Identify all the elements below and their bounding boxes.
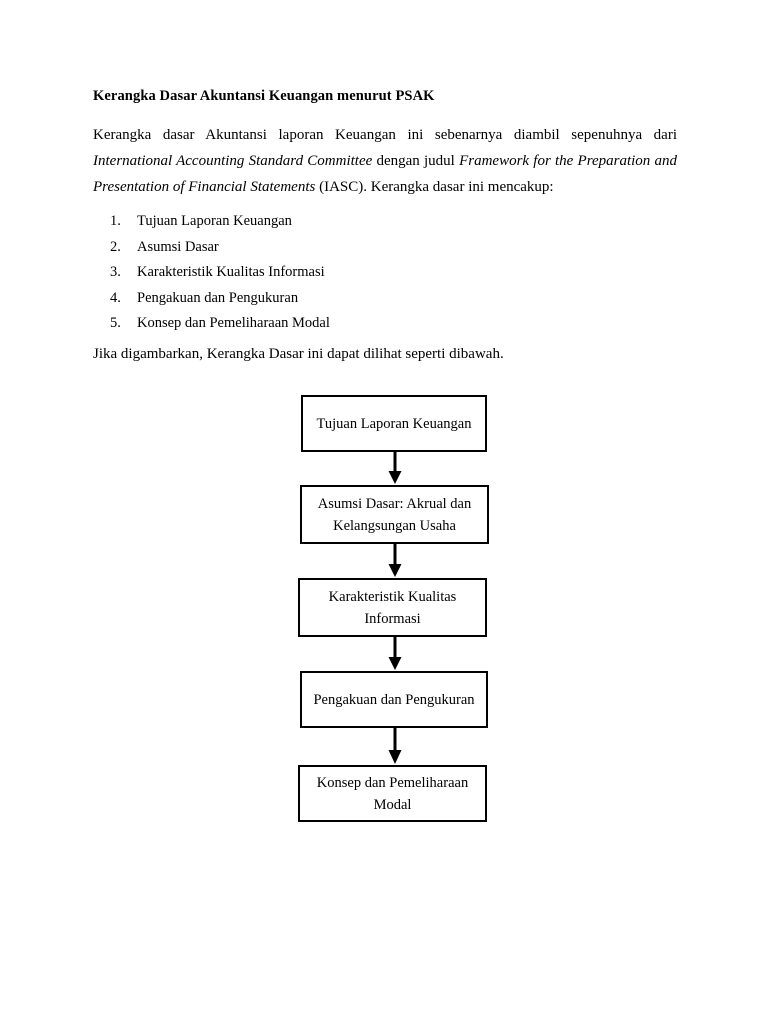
list-item-label: Konsep dan Pemeliharaan Modal [137,315,330,331]
flow-arrow-down-4 [386,728,404,765]
flowchart-caption: Jika digambarkan, Kerangka Dasar ini dap… [93,346,504,362]
list-item-number: 3. [110,264,121,280]
page-title: Kerangka Dasar Akuntansi Keuangan menuru… [93,88,435,104]
intro-paragraph: Kerangka dasar Akuntansi laporan Keuanga… [93,122,677,200]
list-item: 5. Konsep dan Pemeliharaan Modal [110,311,630,337]
list-item-label: Pengakuan dan Pengukuran [137,289,299,306]
flow-node-karakteristik-kualitas-informasi[interactable]: Karakteristik Kualitas Informasi [298,578,487,637]
flow-arrow-down-2 [386,544,404,578]
list-item: 2. Asumsi Dasar [110,235,630,261]
list-item-number: 1. [110,213,121,229]
list-item-number: 4. [110,289,121,306]
list-item-label: Tujuan Laporan Keuangan [137,213,292,229]
list-item-label: Karakteristik Kualitas Informasi [137,264,325,280]
paragraph-segment-3: (IASC). Kerangka dasar ini mencakup: [315,179,554,195]
list-item: 3. Karakteristik Kualitas Informasi [110,260,630,286]
flow-node-asumsi-dasar[interactable]: Asumsi Dasar: Akrual dan Kelangsungan Us… [300,485,489,544]
paragraph-segment-1: Kerangka dasar Akuntansi laporan Keuanga… [93,127,677,143]
flow-node-tujuan-laporan-keuangan[interactable]: Tujuan Laporan Keuangan [301,395,487,452]
list-item-number: 5. [110,315,121,331]
list-item: 1. Tujuan Laporan Keuangan [110,209,630,235]
paragraph-segment-2: dengan judul [372,153,460,169]
paragraph-italic-committee: International Accounting Standard Commit… [93,153,373,169]
list-item-label: Asumsi Dasar [137,238,219,255]
list-item: 4. Pengakuan dan Pengukuran [110,286,630,312]
flow-arrow-down-1 [386,452,404,485]
flow-node-pengakuan-dan-pengukuran[interactable]: Pengakuan dan Pengukuran [300,671,488,728]
flow-node-konsep-dan-pemeliharaan-modal[interactable]: Konsep dan Pemeliharaan Modal [298,765,487,822]
paragraph-italic-framework: Framework for the Preparation and Presen… [93,153,678,195]
flow-arrow-down-3 [386,637,404,671]
list-item-number: 2. [110,238,121,255]
framework-list: 1. Tujuan Laporan Keuangan 2. Asumsi Das… [110,209,630,337]
